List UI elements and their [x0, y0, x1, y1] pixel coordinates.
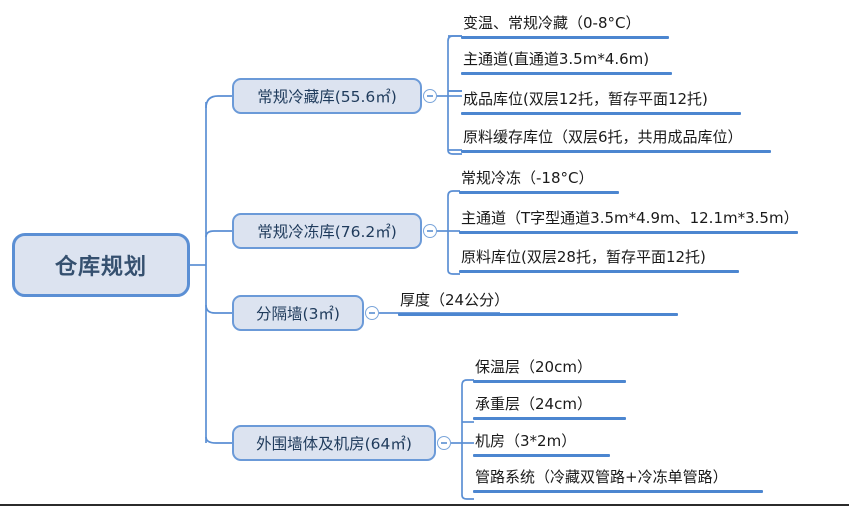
leaf-label: 常规冷冻（-18°C）: [461, 169, 594, 187]
leaf-label: 成品库位(双层12托，暂存平面12托): [463, 90, 708, 108]
leaf-item[interactable]: 管路系统（冷藏双管路+冷冻单管路）: [473, 468, 763, 493]
branch-node-outer-wall-machine-room[interactable]: 外围墙体及机房(64㎡): [232, 425, 436, 461]
collapse-minus-icon[interactable]: [365, 306, 379, 320]
leaf-item[interactable]: 原料缓存库位（双层6托，共用成品库位）: [461, 128, 771, 153]
branch-node-partition-wall[interactable]: 分隔墙(3㎡): [232, 295, 364, 331]
leaf-item[interactable]: 保温层（20cm）: [473, 358, 626, 383]
collapse-minus-icon[interactable]: [423, 224, 437, 238]
leaf-underline: [473, 454, 610, 457]
leaf-label: 原料库位(双层28托，暂存平面12托): [461, 248, 706, 266]
leaf-underline: [473, 417, 626, 420]
branch-node-label: 分隔墙(3㎡): [256, 305, 340, 323]
leaf-label: 变温、常规冷藏（0-8°C）: [463, 14, 641, 32]
leaf-item[interactable]: 原料库位(双层28托，暂存平面12托): [459, 248, 739, 273]
leaf-label: 主通道（T字型通道3.5m*4.9m、12.1m*3.5m）: [461, 209, 799, 227]
leaf-underline: [459, 231, 798, 234]
leaf-underline: [459, 191, 619, 194]
leaf-underline: [473, 490, 763, 493]
leaf-label: 承重层（24cm）: [475, 395, 592, 413]
leaf-item[interactable]: 主通道(直通道3.5m*4.6m): [461, 50, 672, 75]
leaf-label: 原料缓存库位（双层6托，共用成品库位）: [463, 128, 743, 146]
leaf-underline: [461, 36, 669, 39]
leaf-item[interactable]: 成品库位(双层12托，暂存平面12托): [461, 90, 741, 115]
branch-node-label: 常规冷冻库(76.2㎡): [257, 223, 397, 241]
leaf-item[interactable]: 厚度（24公分）: [398, 291, 678, 316]
leaf-underline: [461, 72, 672, 75]
collapse-minus-icon[interactable]: [423, 89, 437, 103]
collapse-minus-icon[interactable]: [437, 436, 451, 450]
leaf-label: 机房（3*2m）: [475, 432, 577, 450]
leaf-label: 保温层（20cm）: [475, 358, 592, 376]
leaf-underline: [398, 313, 678, 316]
leaf-item[interactable]: 主通道（T字型通道3.5m*4.9m、12.1m*3.5m）: [459, 209, 801, 234]
leaf-underline: [459, 270, 739, 273]
branch-node-label: 常规冷藏库(55.6㎡): [257, 88, 397, 106]
root-node[interactable]: 仓库规划: [12, 233, 190, 297]
leaf-item[interactable]: 变温、常规冷藏（0-8°C）: [461, 14, 669, 39]
branch-node-refrigerated[interactable]: 常规冷藏库(55.6㎡): [232, 78, 422, 114]
leaf-underline: [461, 150, 771, 153]
branch-node-label: 外围墙体及机房(64㎡): [256, 435, 412, 453]
leaf-item[interactable]: 机房（3*2m）: [473, 432, 610, 457]
root-node-label: 仓库规划: [54, 255, 147, 280]
leaf-label: 厚度（24公分）: [400, 291, 510, 309]
branch-node-frozen[interactable]: 常规冷冻库(76.2㎡): [232, 213, 422, 249]
leaf-item[interactable]: 承重层（24cm）: [473, 395, 626, 420]
page-bottom-divider: [0, 504, 849, 506]
leaf-label: 主通道(直通道3.5m*4.6m): [463, 50, 650, 68]
leaf-underline: [473, 380, 626, 383]
leaf-underline: [461, 112, 741, 115]
leaf-label: 管路系统（冷藏双管路+冷冻单管路）: [475, 468, 728, 486]
leaf-item[interactable]: 常规冷冻（-18°C）: [459, 169, 619, 194]
